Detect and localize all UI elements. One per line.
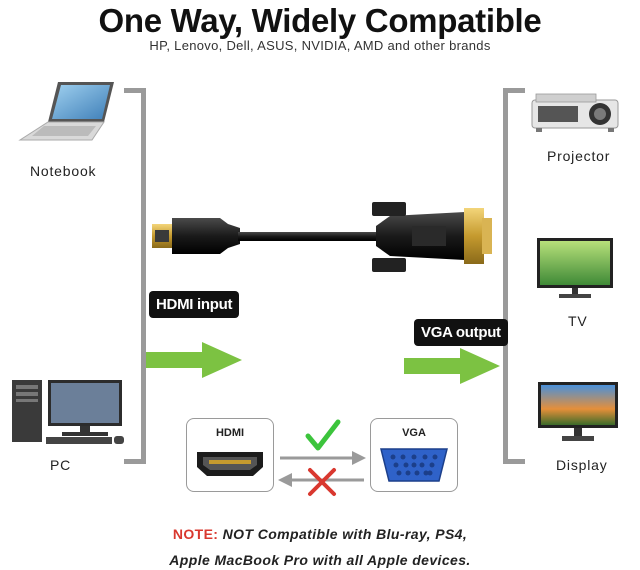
hdmi-input-label: HDMI input: [149, 291, 240, 318]
cross-icon: [308, 468, 336, 496]
output-arrow-icon: [404, 348, 500, 384]
tv-icon: [537, 238, 613, 298]
projector-icon: [531, 93, 619, 132]
desktop-pc-icon: [12, 380, 124, 444]
vga-port-icon: [380, 448, 448, 482]
reverse-arrow-icon: [278, 473, 364, 487]
direction-indicator: [278, 419, 366, 496]
hdmi-to-vga-cable-image: [152, 202, 492, 272]
hdmi-port-box: HDMI: [186, 418, 274, 492]
compatibility-note-line2: Apple MacBook Pro with all Apple devices…: [169, 552, 471, 568]
hdmi-port-label: HDMI: [215, 427, 245, 439]
note-prefix: NOTE:: [172, 526, 219, 542]
source-label-notebook: Notebook: [30, 163, 97, 179]
check-icon: [305, 419, 341, 451]
source-bracket: [124, 88, 146, 464]
hdmi-port-icon: [197, 452, 263, 476]
compatibility-note-line1: NOTE: NOT Compatible with Blu-ray, PS4,: [0, 526, 640, 542]
output-bracket: [503, 88, 525, 464]
vga-port-box: VGA: [370, 418, 458, 492]
output-label-projector: Projector: [547, 148, 611, 164]
source-label-pc: PC: [50, 457, 72, 473]
vga-output-label: VGA output: [414, 319, 508, 346]
output-label-display: Display: [556, 457, 608, 473]
brand-subtitle: HP, Lenovo, Dell, ASUS, NVIDIA, AMD and …: [149, 38, 491, 53]
note-line1-text: NOT Compatible with Blu-ray, PS4,: [222, 526, 468, 542]
output-label-tv: TV: [568, 313, 588, 329]
monitor-icon: [538, 382, 618, 441]
forward-arrow-icon: [280, 451, 366, 465]
vga-port-label: VGA: [402, 427, 426, 439]
laptop-icon: [18, 82, 114, 141]
input-arrow-icon: [146, 342, 242, 378]
page-title: One Way, Widely Compatible: [98, 2, 542, 39]
